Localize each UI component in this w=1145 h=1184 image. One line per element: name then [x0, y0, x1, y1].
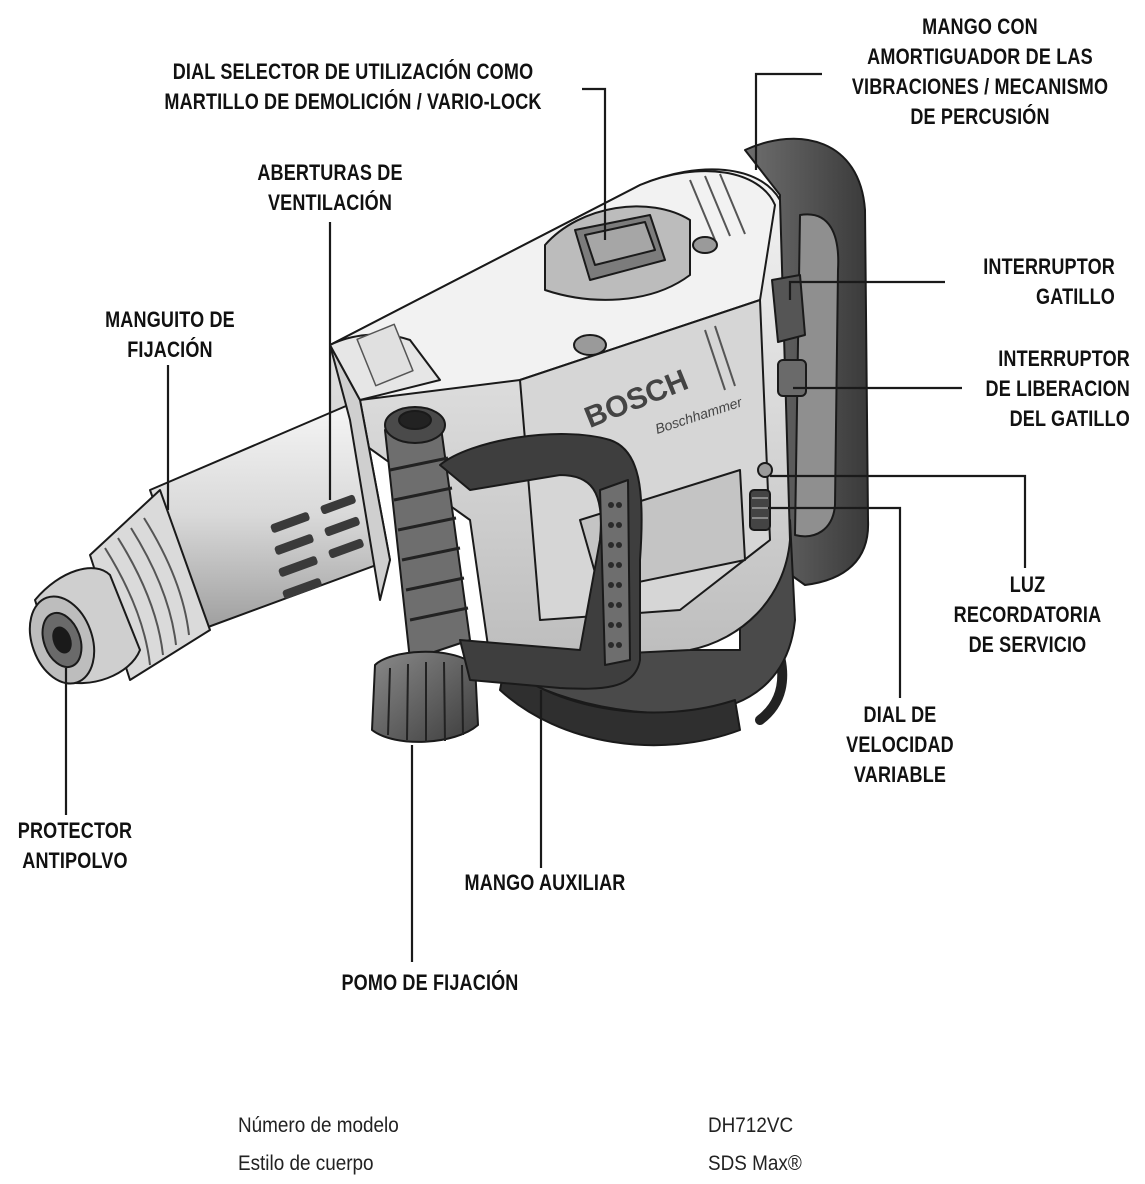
- label-line: MANGUITO DE: [88, 305, 252, 335]
- spec-label-model: Número de modelo: [238, 1111, 399, 1141]
- spec-label-body: Estilo de cuerpo: [238, 1149, 374, 1179]
- label-line: MANGO CON: [841, 12, 1120, 42]
- label-interruptor-liberacion: INTERRUPTOR DE LIBERACION DEL GATILLO: [941, 344, 1130, 434]
- service-light: [758, 463, 772, 477]
- label-line: LUZ: [948, 570, 1108, 600]
- label-line: DIAL DE: [818, 700, 982, 730]
- label-line: VIBRACIONES / MECANISMO: [841, 72, 1120, 102]
- spec-value-model: DH712VC: [708, 1111, 793, 1141]
- label-luz: LUZ RECORDATORIA DE SERVICIO: [948, 570, 1108, 660]
- trigger-release-switch: [778, 360, 806, 396]
- label-dial-velocidad: DIAL DE VELOCIDAD VARIABLE: [818, 700, 982, 790]
- label-line: ABERTURAS DE: [248, 158, 412, 188]
- hammer-illustration: [18, 139, 868, 745]
- label-line: INTERRUPTOR: [939, 252, 1115, 282]
- label-line: AMORTIGUADOR DE LAS: [841, 42, 1120, 72]
- label-line: ANTIPOLVO: [14, 846, 137, 876]
- label-mango-amortiguador: MANGO CON AMORTIGUADOR DE LAS VIBRACIONE…: [841, 12, 1120, 132]
- speed-dial: [750, 490, 770, 530]
- label-line: FIJACIÓN: [88, 335, 252, 365]
- label-line: VENTILACIÓN: [248, 188, 412, 218]
- label-line: DE SERVICIO: [948, 630, 1108, 660]
- label-protector: PROTECTOR ANTIPOLVO: [14, 816, 137, 876]
- spec-value-body: SDS Max®: [708, 1149, 802, 1179]
- label-line: MANGO AUXILIAR: [443, 868, 648, 898]
- label-aberturas: ABERTURAS DE VENTILACIÓN: [248, 158, 412, 218]
- label-line: GATILLO: [939, 282, 1115, 312]
- trigger-switch: [772, 275, 805, 342]
- label-line: POMO DE FIJACIÓN: [307, 968, 553, 998]
- label-line: RECORDATORIA: [948, 600, 1108, 630]
- label-line: VELOCIDAD: [818, 730, 982, 760]
- label-pomo: POMO DE FIJACIÓN: [307, 968, 553, 998]
- label-line: VARIABLE: [818, 760, 982, 790]
- label-line: DEL GATILLO: [941, 404, 1130, 434]
- label-line: PROTECTOR: [14, 816, 137, 846]
- label-interruptor-gatillo: INTERRUPTOR GATILLO: [939, 252, 1115, 312]
- label-mango-auxiliar: MANGO AUXILIAR: [443, 868, 648, 898]
- label-dial-selector: DIAL SELECTOR DE UTILIZACIÓN COMO MARTIL…: [152, 57, 554, 117]
- label-line: INTERRUPTOR: [941, 344, 1130, 374]
- label-manguito: MANGUITO DE FIJACIÓN: [88, 305, 252, 365]
- label-line: MARTILLO DE DEMOLICIÓN / VARIO-LOCK: [152, 87, 554, 117]
- label-line: DE PERCUSIÓN: [841, 102, 1120, 132]
- label-line: DIAL SELECTOR DE UTILIZACIÓN COMO: [152, 57, 554, 87]
- label-line: DE LIBERACION: [941, 374, 1130, 404]
